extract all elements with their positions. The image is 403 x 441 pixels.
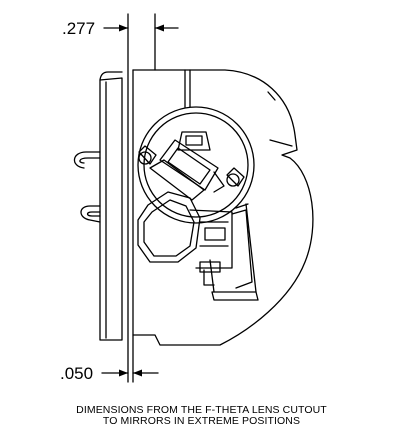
- bottom-dimension-arrows: [101, 369, 159, 377]
- galvo-mount: [137, 106, 255, 224]
- upper-mirror: [149, 131, 225, 201]
- caption-line-2: TO MIRRORS IN EXTREME POSITIONS: [102, 415, 301, 427]
- caption-line-1: DIMENSIONS FROM THE F-THETA LENS CUTOUT: [76, 404, 327, 416]
- reference-lines: [127, 13, 156, 383]
- top-dimension-label: .277: [62, 19, 96, 38]
- lower-mirror: [137, 191, 259, 301]
- mounting-plate: [99, 71, 123, 341]
- top-dimension-arrows: [103, 24, 179, 32]
- figure-caption: DIMENSIONS FROM THE F-THETA LENS CUTOUT …: [0, 405, 403, 427]
- left-hooks: [73, 151, 101, 223]
- housing-outline: [132, 69, 314, 346]
- bottom-dimension-label: .050: [60, 364, 94, 383]
